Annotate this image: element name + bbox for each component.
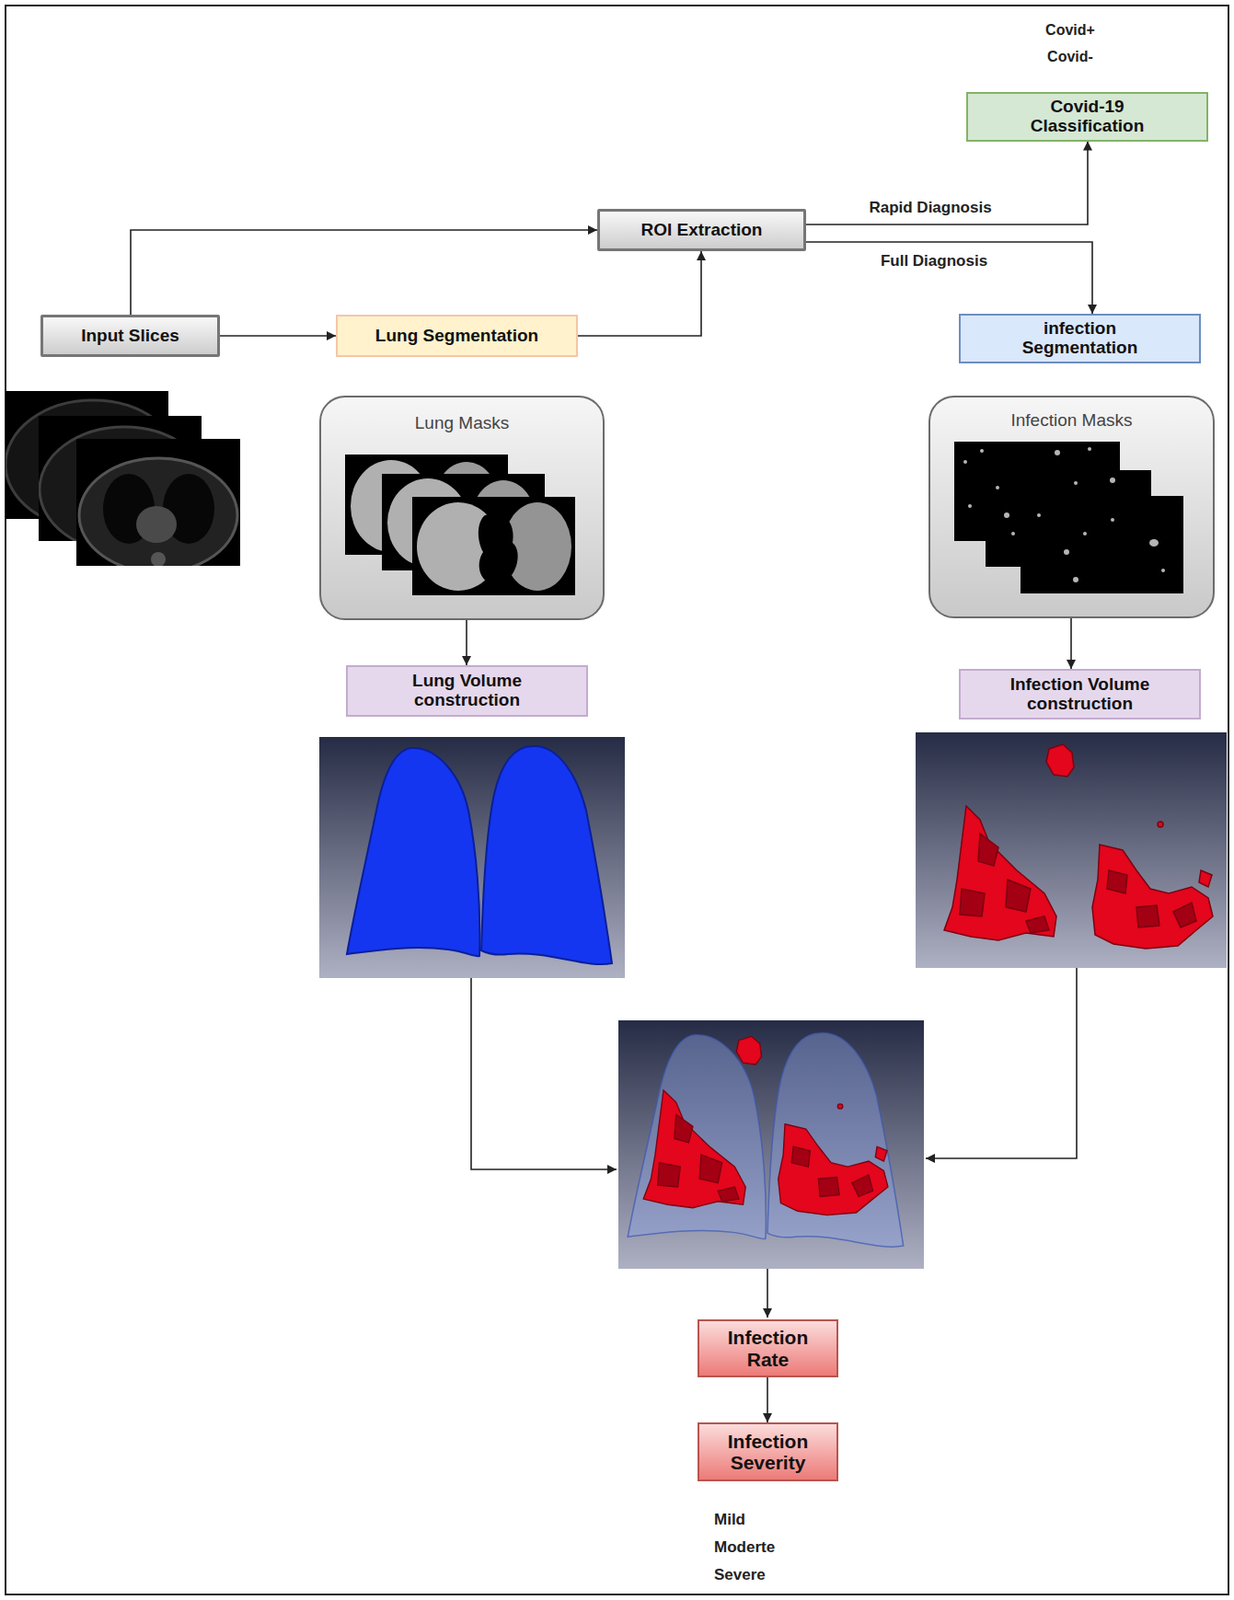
flow-connector: [806, 242, 1093, 314]
infection-mask-stack: [968, 504, 972, 508]
infection-mask-stack: [1037, 513, 1041, 518]
process-box: Lung Volume construction: [345, 665, 589, 717]
infection-mask-stack: [1109, 477, 1116, 484]
flow-connector: [465, 620, 468, 666]
flow-connector: [219, 334, 336, 337]
ct-slices: [5, 391, 241, 573]
box-label: Covid-19 Classification: [1014, 97, 1162, 137]
infection-mask-stack: [980, 449, 984, 453]
infection-mask-stack: [995, 485, 1000, 490]
combined-volume-render: [643, 1036, 889, 1215]
severity-level: Severe: [714, 1567, 766, 1585]
flow-arrow: [766, 1268, 769, 1318]
flow-arrow: [471, 968, 1077, 1318]
process-box: ROI Extraction: [597, 208, 807, 252]
box-label: Lung Masks: [415, 414, 509, 434]
lung-volume-render: [319, 737, 625, 979]
infection-mask-stack: [1161, 568, 1165, 573]
flow-connector: [806, 141, 1088, 226]
infection-mask-stack: [1072, 576, 1079, 583]
process-box: infection Segmentation: [958, 313, 1201, 364]
box-label: ROI Extraction: [641, 220, 763, 241]
flow-arrow: [471, 978, 617, 1170]
combined-volume-render: [643, 1036, 889, 1215]
edge-label: Rapid Diagnosis: [866, 199, 993, 218]
lung-mask-stack: [412, 496, 576, 596]
combined-volume-render: [627, 1033, 904, 1247]
box-label: Infection Severity: [717, 1430, 819, 1474]
ct-slices: [136, 506, 177, 543]
class-label: Covid-: [1047, 48, 1094, 66]
process-box: Covid-19 Classification: [966, 92, 1209, 142]
lung-volume-render: [346, 746, 612, 965]
infection-mask-stack: [1149, 539, 1159, 547]
infection-mask-stack: [1073, 481, 1078, 485]
box-label: Lung Volume construction: [375, 671, 560, 711]
infection-mask-stack: [963, 460, 968, 464]
process-box: Lung Segmentation: [335, 314, 578, 358]
infection-mask-stack: [1110, 518, 1115, 522]
box-label: Infection Masks: [1011, 411, 1133, 431]
box-label: Input Slices: [80, 326, 180, 346]
box-label: Infection Volume construction: [988, 675, 1173, 715]
infection-volume-render: [915, 732, 1227, 969]
infection-mask-stack: [1063, 549, 1070, 555]
flow-arrow: [925, 968, 1077, 1159]
box-label: Infection Rate: [717, 1326, 819, 1370]
infection-mask-stack: [1020, 495, 1184, 594]
severity-level: Mild: [714, 1511, 746, 1530]
process-box: Input Slices: [40, 314, 220, 358]
flow-connector: [130, 230, 598, 315]
infection-volume-render: [944, 744, 1213, 949]
result-box: Infection Severity: [697, 1422, 839, 1482]
flow-connector: [577, 251, 702, 336]
combined-volume-render: [618, 1020, 924, 1269]
infection-mask-stack: [1087, 447, 1092, 451]
infection-mask-stack: [1011, 531, 1015, 536]
flow-connector: [766, 1377, 769, 1423]
class-label: Covid+: [1045, 22, 1096, 39]
image-panel: Lung Masks: [319, 395, 605, 621]
ct-slices: [76, 438, 241, 566]
combined-volume-render: [627, 1033, 904, 1247]
severity-level: Moderte: [714, 1539, 775, 1557]
figure-border: [5, 5, 1229, 1595]
edge-label: Full Diagnosis: [878, 253, 990, 271]
flow-connector: [1070, 618, 1073, 669]
image-panel: Infection Masks: [928, 395, 1215, 619]
result-box: Infection Rate: [697, 1319, 839, 1378]
lung-mask-stack: [478, 513, 519, 585]
infection-volume-render: [915, 732, 1227, 969]
ct-slices: [150, 552, 166, 566]
process-box: Infection Volume construction: [958, 668, 1201, 720]
combined-volume-render: [618, 1020, 924, 1269]
box-label: infection Segmentation: [1006, 319, 1154, 358]
box-label: Lung Segmentation: [375, 326, 539, 346]
infection-mask-stack: [1054, 449, 1061, 456]
lung-volume-render: [319, 737, 625, 979]
infection-mask-stack: [1003, 512, 1010, 519]
infection-mask-stack: [1083, 531, 1087, 536]
ct-slices: [79, 458, 238, 566]
